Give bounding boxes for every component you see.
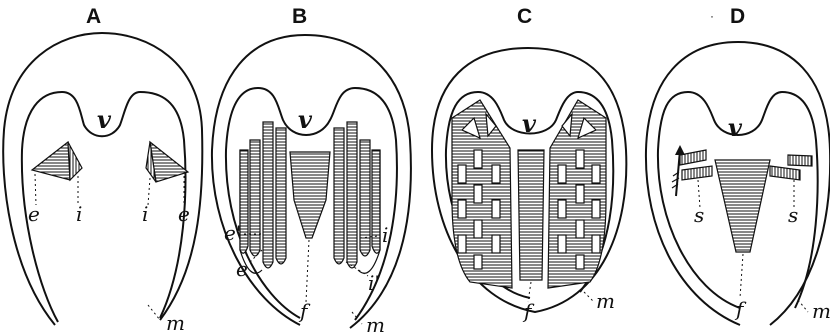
label-v-b: v [298,105,313,134]
gills-left-b [240,122,286,273]
label-e-left-a: e [28,202,40,226]
label-v-d: v [728,113,743,142]
label-m-d: m [812,299,830,323]
stigma-right-outer-d [788,155,812,166]
gills-right-b [334,122,380,273]
funnel-d [715,160,770,252]
label-s-left-d: s [694,203,704,227]
label-m-b: m [366,313,385,336]
leader-e-left-a [35,174,36,205]
label-v-c: v [522,109,537,138]
leader-i-right-a [148,178,150,205]
panel-d: D · v s s f m [646,5,830,325]
label-s-right-d: s [788,203,798,227]
panel-title-a: A [86,5,101,28]
leader-f-b [306,240,309,302]
leader-m-a [148,305,160,320]
label-f-d: f [734,297,747,321]
label-v-a: v [97,105,112,134]
panel-c: C v [432,5,626,323]
panel-a: A v e i i e m [3,5,202,335]
label-m-c: m [596,289,615,313]
funnel-b [290,152,330,238]
gill-left-a [32,142,70,180]
label-i-b: i [382,223,388,247]
panel-title-c: C [517,5,532,28]
label-f-b: f [298,299,311,323]
panel-b: B v e' e i i' f m [212,5,411,336]
stigma-left-d [682,166,712,180]
leader-m-d [798,300,808,312]
label-e-b: e [236,257,248,281]
panel-title-d: D [730,5,745,28]
lattice-right-c [548,100,606,288]
label-e-right-a: e [178,202,190,226]
stigma-left-outer-d [680,150,706,165]
stray-mark-d: · [710,9,714,23]
leader-f-d [740,254,743,298]
funnel-c [518,150,544,280]
label-e-prime-b: e' [224,221,241,245]
gill-left-inner-a [68,142,82,180]
leader-m-c [584,292,594,302]
label-m-a: m [166,311,185,335]
panel-title-b: B [292,5,307,28]
label-i-left-a: i [76,202,82,226]
stigma-right-d [770,166,800,180]
lattice-left-c [452,100,512,288]
label-i-right-a: i [142,202,148,226]
label-i-prime-b: i' [368,271,380,295]
